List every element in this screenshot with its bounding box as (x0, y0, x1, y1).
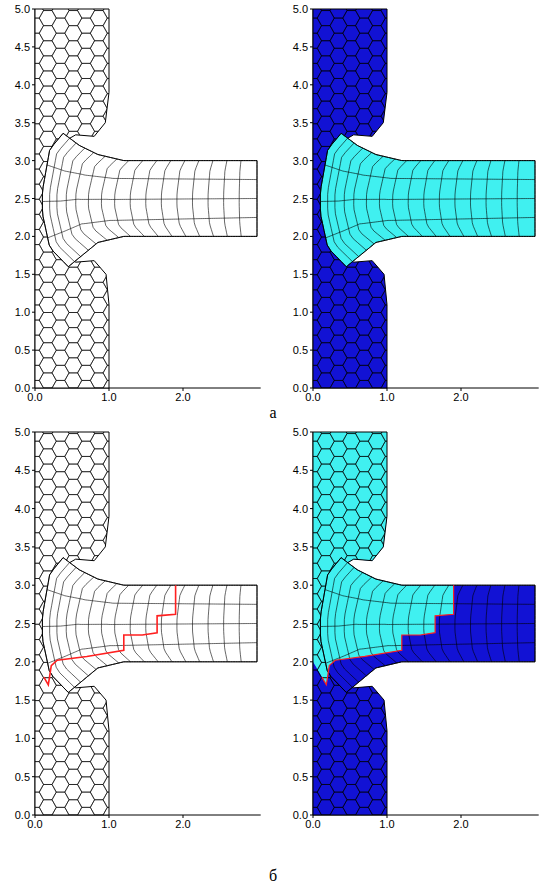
axis-tick-label: 1.0 (379, 392, 394, 403)
axis-tick-label: 2.0 (15, 656, 30, 667)
tube-fill-upper (320, 558, 535, 693)
plot-panel (279, 388, 539, 853)
tube-outline (42, 133, 257, 266)
axis-tick-label: 2.5 (15, 193, 30, 204)
crack-line (44, 585, 176, 685)
axis-tick-label: 4.5 (15, 465, 30, 476)
axis-tick-label: 1.0 (15, 733, 30, 744)
axis-tick-label: 1.5 (15, 269, 30, 280)
axis-tick-label: 5.0 (15, 4, 30, 15)
axis-tick-label: 2.0 (453, 819, 468, 830)
tube-fill (42, 133, 257, 266)
axis-tick-label: 4.5 (15, 41, 30, 52)
axis-tick-label: 1.0 (379, 819, 394, 830)
axis-tick-label: 3.5 (15, 541, 30, 552)
tube-fill (320, 558, 535, 693)
tube-outline (42, 558, 257, 693)
axis-tick-label: 0.5 (293, 771, 308, 782)
tube-quad-mesh (320, 133, 535, 266)
axis-tick-label: 0.0 (27, 392, 42, 403)
axis-tick-label: 3.0 (15, 580, 30, 591)
axis-tick-label: 1.5 (15, 695, 30, 706)
axis-tick-label: 1.0 (15, 307, 30, 318)
panel-letter: б (269, 868, 277, 884)
plot-panel (1, 388, 261, 853)
axis-tick-label: 2.0 (293, 231, 308, 242)
axis-tick-label: 2.0 (453, 392, 468, 403)
tube-outline (320, 133, 535, 266)
axis-tick-label: 0.0 (27, 819, 42, 830)
panel-letter: а (269, 405, 276, 421)
axis-tick-label: 0.5 (15, 771, 30, 782)
axis-tick-label: 1.0 (293, 733, 308, 744)
tube-fill (320, 133, 535, 266)
axis-tick-label: 0.0 (305, 819, 320, 830)
axis-tick-label: 4.0 (293, 503, 308, 514)
axis-tick-label: 3.0 (15, 155, 30, 166)
axis-tick-label: 3.5 (15, 117, 30, 128)
plot-panel (279, 0, 539, 426)
axis-tick-label: 5.0 (293, 4, 308, 15)
tube-outline (320, 558, 535, 693)
crack-line (322, 585, 454, 685)
axis-tick-label: 4.0 (15, 503, 30, 514)
axis-tick-label: 4.0 (15, 79, 30, 90)
axis-tick-label: 1.5 (293, 269, 308, 280)
axis-tick-label: 0.5 (15, 345, 30, 356)
axis-tick-label: 0.5 (293, 345, 308, 356)
axis-tick-label: 2.0 (175, 819, 190, 830)
axis-tick-label: 3.0 (293, 155, 308, 166)
tube-quad-mesh (320, 558, 535, 693)
axis-tick-label: 2.0 (175, 392, 190, 403)
axis-tick-label: 0.0 (305, 392, 320, 403)
axis-tick-label: 4.0 (293, 79, 308, 90)
axis-tick-label: 1.0 (293, 307, 308, 318)
axis-tick-label: 5.0 (15, 427, 30, 438)
axis-tick-label: 5.0 (293, 427, 308, 438)
axis-tick-label: 2.5 (15, 618, 30, 629)
axis-tick-label: 3.5 (293, 541, 308, 552)
axis-tick-label: 2.0 (293, 656, 308, 667)
axis-tick-label: 2.5 (293, 618, 308, 629)
axis-tick-label: 3.5 (293, 117, 308, 128)
tube-fill (42, 558, 257, 693)
axis-tick-label: 1.5 (293, 695, 308, 706)
axis-tick-label: 4.5 (293, 41, 308, 52)
axis-tick-label: 2.5 (293, 193, 308, 204)
tube-quad-mesh (42, 558, 257, 693)
axis-tick-label: 3.0 (293, 580, 308, 591)
axis-tick-label: 1.0 (101, 392, 116, 403)
axis-tick-label: 1.0 (101, 819, 116, 830)
axis-tick-label: 4.5 (293, 465, 308, 476)
axis-tick-label: 2.0 (15, 231, 30, 242)
plot-panel (1, 0, 261, 426)
tube-quad-mesh (42, 133, 257, 266)
